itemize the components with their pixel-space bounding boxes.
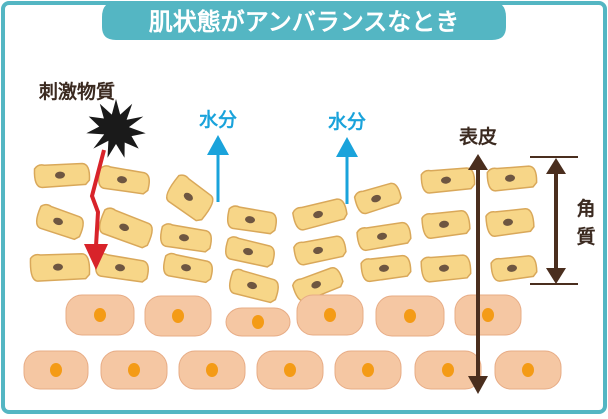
cell-nucleus — [522, 363, 534, 377]
cell-nucleus — [507, 264, 517, 272]
corneocyte-cell — [97, 165, 151, 195]
cell-nucleus — [404, 309, 416, 323]
cell-nucleus — [439, 264, 449, 272]
cell-nucleus — [377, 232, 387, 240]
penetration-path — [89, 149, 106, 247]
basal-cell — [178, 350, 246, 390]
basal-cell — [375, 295, 445, 337]
corneocyte-cell — [486, 165, 538, 192]
cell-nucleus — [243, 248, 253, 256]
cell-nucleus — [442, 363, 454, 377]
cell-nucleus — [284, 363, 296, 377]
cell-nucleus — [482, 308, 494, 322]
cell-nucleus — [313, 210, 323, 219]
epidermis-label: 表皮 — [459, 125, 497, 148]
cell-nucleus — [247, 281, 257, 290]
corneocyte-cell — [490, 255, 538, 282]
corneocyte-cell — [165, 174, 214, 222]
cell-nucleus — [362, 363, 374, 377]
basal-cells — [23, 294, 562, 390]
corneocyte-cell — [420, 167, 476, 194]
corneocyte-cell — [291, 266, 344, 302]
cell-nucleus — [179, 234, 189, 242]
corneocyte-cell — [356, 221, 412, 252]
stratum-corneum-label-1: 角 — [576, 197, 595, 220]
moisture-label-left: 水分 — [199, 109, 237, 131]
cell-nucleus — [505, 174, 515, 182]
moisture-label-right: 水分 — [328, 111, 366, 133]
cell-nucleus — [371, 194, 381, 203]
cell-nucleus — [94, 308, 106, 322]
cell-nucleus — [53, 263, 63, 271]
penetration-arrow-icon — [84, 244, 108, 270]
cell-nucleus — [206, 363, 218, 377]
corneocyte-cell — [226, 205, 278, 235]
water-up-arrow-icon — [336, 137, 358, 204]
corneocyte-cell — [29, 253, 91, 282]
stratum-corneum-cells — [29, 162, 538, 304]
basal-cell — [225, 307, 291, 337]
corneocyte-cell — [360, 254, 412, 283]
corneocyte-cell — [159, 223, 213, 253]
basal-cell — [296, 294, 364, 336]
basal-cell — [65, 294, 135, 336]
basal-cell — [144, 295, 212, 337]
cell-nucleus — [128, 363, 140, 377]
stratum-corneum-bracket — [530, 156, 578, 285]
basal-cell — [100, 350, 168, 390]
cell-nucleus — [439, 220, 449, 228]
cell-nucleus — [117, 176, 127, 184]
cell-nucleus — [172, 309, 184, 323]
corneocyte-cell — [35, 203, 84, 241]
irritant-label: 刺激物質 — [39, 80, 115, 103]
cell-nucleus — [441, 176, 451, 184]
cell-nucleus — [311, 281, 321, 289]
cell-nucleus — [245, 216, 255, 224]
cell-nucleus — [183, 192, 193, 201]
corneocyte-cell — [98, 207, 153, 249]
corneocyte-cell — [485, 207, 535, 237]
corneocyte-cell — [421, 209, 471, 239]
starburst-irritant-icon — [86, 99, 146, 158]
cell-nucleus — [50, 363, 62, 377]
diagram-title: 肌状態がアンバランスなとき — [149, 8, 460, 36]
corneocyte-cell — [225, 236, 275, 268]
stratum-corneum-label-2: 質 — [576, 225, 595, 248]
cell-nucleus — [53, 217, 63, 226]
corneocyte-cell — [228, 268, 279, 304]
basal-cell — [494, 350, 562, 390]
measure-arrow-icon — [468, 154, 488, 394]
cell-nucleus — [115, 264, 125, 272]
cell-nucleus — [503, 218, 513, 226]
cell-nucleus — [181, 264, 191, 272]
title-banner — [102, 1, 506, 40]
basal-cell — [256, 350, 324, 390]
basal-cell — [23, 350, 89, 390]
corneocyte-cell — [293, 235, 347, 266]
corneocyte-cell — [353, 182, 402, 215]
corneocyte-cell — [420, 254, 472, 283]
corneocyte-cell — [292, 198, 348, 231]
cell-nucleus — [379, 264, 389, 272]
basal-cell — [454, 294, 522, 336]
cell-nucleus — [252, 315, 264, 329]
corneocyte-cell — [162, 252, 213, 284]
cell-nucleus — [119, 223, 129, 232]
cell-nucleus — [55, 171, 65, 179]
corneocyte-cell — [33, 162, 91, 189]
basal-cell — [414, 350, 482, 390]
cell-nucleus — [313, 246, 323, 254]
basal-cell — [334, 350, 402, 390]
cell-nucleus — [324, 308, 336, 322]
water-up-arrow-icon — [207, 135, 229, 202]
